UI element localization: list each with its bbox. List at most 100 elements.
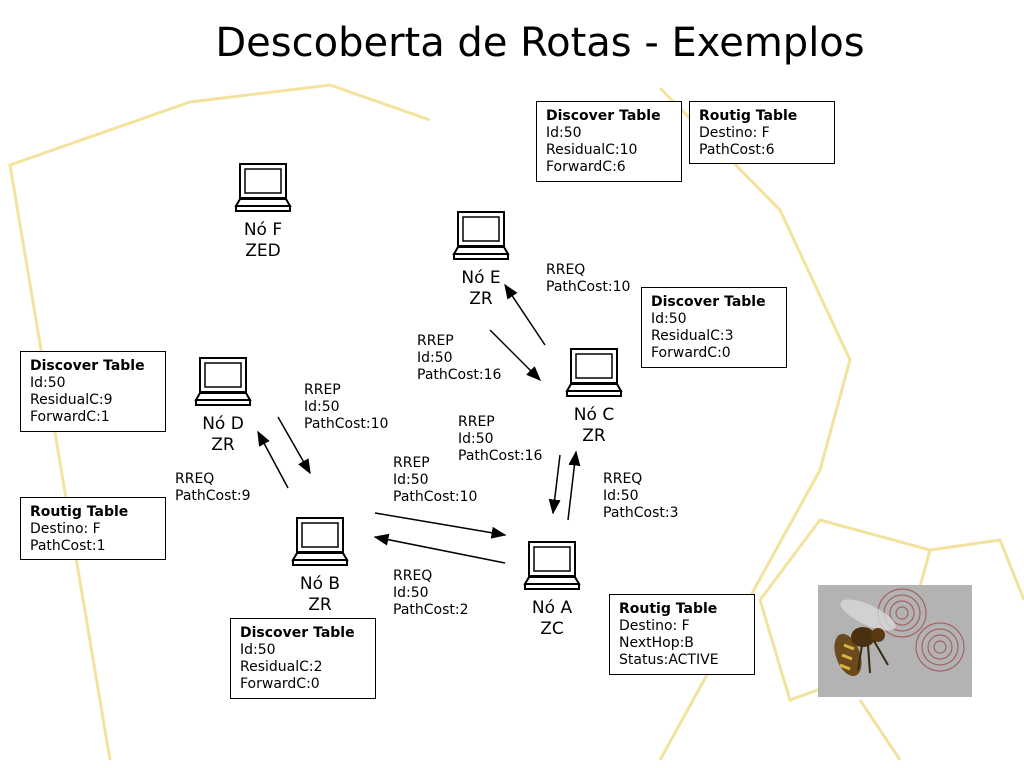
arrow-d-to-b	[277, 416, 311, 475]
label-line: PathCost:10	[546, 279, 631, 295]
discover-table-c: Discover Table Id:50 ResidualC:3 Forward…	[641, 287, 787, 368]
table-header: Routig Table	[699, 108, 798, 124]
node-name: Nó D	[202, 414, 244, 434]
table-header: Discover Table	[546, 108, 661, 124]
table-line: ForwardC:0	[651, 345, 731, 361]
label-e-to-c-rrep: RREP Id:50 PathCost:16	[417, 333, 501, 384]
node-role: ZR	[582, 426, 606, 446]
label-c-to-e-rreq: RREQ PathCost:10	[546, 262, 630, 296]
routing-table-a: Routig Table Destino: F NextHop:B Status…	[609, 594, 755, 675]
label-line: RREP	[304, 382, 341, 398]
label-line: RREP	[458, 414, 495, 430]
label-line: RREQ	[175, 471, 215, 487]
table-line: PathCost:6	[699, 142, 775, 158]
top-hex-outline	[189, 83, 431, 122]
label-line: Id:50	[393, 472, 429, 488]
table-line: Id:50	[30, 375, 66, 391]
node-f: Nó F ZED	[203, 162, 323, 262]
node-role: ZED	[245, 241, 281, 261]
label-line: PathCost:10	[393, 489, 478, 505]
label-line: Id:50	[603, 488, 639, 504]
label-line: RREP	[393, 455, 430, 471]
label-line: RREQ	[603, 471, 643, 487]
node-role: ZC	[540, 619, 564, 639]
node-role: ZR	[211, 435, 235, 455]
table-line: ResidualC:3	[651, 328, 734, 344]
arrow-b-to-d	[257, 430, 289, 489]
laptop-icon	[234, 163, 292, 212]
laptop-icon	[565, 348, 623, 397]
node-name: Nó A	[531, 598, 573, 618]
label-line: PathCost:3	[603, 505, 679, 521]
discover-table-b: Discover Table Id:50 ResidualC:2 Forward…	[230, 618, 376, 699]
table-line: ForwardC:1	[30, 409, 110, 425]
table-line: Id:50	[651, 311, 687, 327]
label-line: PathCost:9	[175, 488, 251, 504]
node-role: ZR	[469, 289, 493, 309]
node-name: Nó C	[573, 405, 615, 425]
table-line: ForwardC:0	[240, 676, 320, 692]
table-line: Destino: F	[699, 125, 770, 141]
laptop-icon	[194, 357, 252, 406]
node-b: Nó B ZR	[260, 516, 380, 616]
label-line: Id:50	[417, 350, 453, 366]
arrow-c-to-e	[504, 283, 546, 346]
label-line: RREQ	[393, 568, 433, 584]
arrow-c-to-a	[548, 454, 561, 515]
arrow-a-to-c	[567, 450, 581, 521]
table-header: Discover Table	[240, 625, 355, 641]
table-line: Status:ACTIVE	[619, 652, 719, 668]
arrow-b-to-a	[374, 512, 507, 539]
label-line: RREQ	[546, 262, 586, 278]
page-title: Descoberta de Rotas - Exemplos	[215, 20, 865, 66]
label-line: RREP	[417, 333, 454, 349]
laptop-icon	[523, 541, 581, 590]
table-header: Discover Table	[651, 294, 766, 310]
node-c: Nó C ZR	[534, 347, 654, 447]
label-b-to-a-rrep: RREP Id:50 PathCost:10	[393, 455, 477, 506]
node-name: Nó E	[461, 268, 501, 288]
label-line: PathCost:2	[393, 602, 469, 618]
table-line: ResidualC:9	[30, 392, 113, 408]
table-line: ForwardC:6	[546, 159, 626, 175]
label-line: PathCost:16	[417, 367, 502, 383]
table-line: Id:50	[546, 125, 582, 141]
label-line: Id:50	[393, 585, 429, 601]
right-hex-outline	[658, 86, 852, 761]
label-line: PathCost:10	[304, 416, 389, 432]
label-a-to-c-rreq: RREQ Id:50 PathCost:3	[603, 471, 679, 522]
wasp-illustration	[834, 588, 965, 677]
table-line: ResidualC:10	[546, 142, 638, 158]
hex-cell-3	[858, 699, 902, 761]
label-line: Id:50	[304, 399, 340, 415]
label-a-to-b-rreq: RREQ Id:50 PathCost:2	[393, 568, 469, 619]
node-name: Nó F	[243, 220, 283, 240]
node-a: Nó A ZC	[492, 540, 612, 640]
table-header: Routig Table	[30, 504, 129, 520]
node-e: Nó E ZR	[421, 210, 541, 310]
node-name: Nó B	[299, 574, 341, 594]
label-d-to-b-rrep: RREP Id:50 PathCost:10	[304, 382, 388, 433]
label-b-to-d-rreq: RREQ PathCost:9	[175, 471, 251, 505]
table-header: Routig Table	[619, 601, 718, 617]
table-line: NextHop:B	[619, 635, 694, 651]
routing-table-d: Routig Table Destino: F PathCost:1	[20, 497, 166, 560]
discover-table-top: Discover Table Id:50 ResidualC:10 Forwar…	[536, 101, 682, 182]
table-line: Destino: F	[619, 618, 690, 634]
wasp-photo	[818, 585, 972, 697]
laptop-icon	[291, 517, 349, 566]
left-hex-outline	[8, 100, 191, 761]
routing-table-top: Routig Table Destino: F PathCost:6	[689, 101, 835, 164]
table-line: Id:50	[240, 642, 276, 658]
label-line: Id:50	[458, 431, 494, 447]
arrow-a-to-b	[373, 533, 506, 564]
node-role: ZR	[308, 595, 332, 615]
node-d: Nó D ZR	[163, 356, 283, 456]
hex-cell-2	[929, 538, 1024, 601]
table-line: ResidualC:2	[240, 659, 323, 675]
label-c-to-a-rrep: RREP Id:50 PathCost:16	[458, 414, 542, 465]
discover-table-d: Discover Table Id:50 ResidualC:9 Forward…	[20, 351, 166, 432]
label-line: PathCost:16	[458, 448, 543, 464]
